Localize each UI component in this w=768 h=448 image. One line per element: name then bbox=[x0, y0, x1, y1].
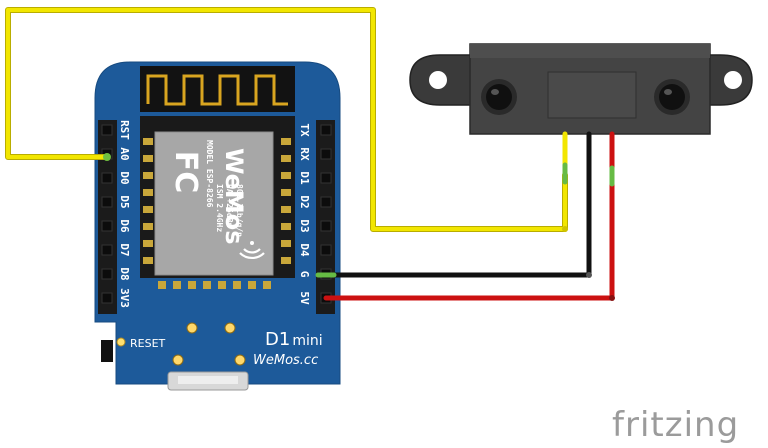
module-spec-line-3: PA +25dBm bbox=[225, 184, 234, 228]
module-spec-line-1: MODEL ESP-8266 bbox=[205, 140, 214, 208]
wemos-d1-mini-board: FC MODEL ESP-8266 ISM 2.4GHz PA +25dBm 8… bbox=[94, 61, 341, 391]
left-pin-3v3 bbox=[101, 292, 113, 304]
right-pin-label-tx: TX bbox=[298, 123, 311, 137]
right-pin-d2 bbox=[320, 196, 332, 208]
board-name-main: D1 bbox=[265, 329, 290, 350]
fc-logo: FC bbox=[168, 151, 203, 194]
left-pin-label-d7: D7 bbox=[118, 243, 131, 256]
right-pin-label-5v: 5V bbox=[298, 291, 311, 305]
right-pin-label-g: G bbox=[298, 271, 311, 278]
right-pin-label-d1: D1 bbox=[298, 171, 311, 185]
board-brand: WeMos.cc bbox=[253, 353, 318, 368]
wifi-icon bbox=[239, 241, 265, 260]
left-header bbox=[98, 120, 117, 314]
module-spec-line-2: ISM 2.4GHz bbox=[215, 184, 224, 232]
left-pin-label-d8: D8 bbox=[118, 267, 131, 280]
mount-hole-right bbox=[724, 71, 742, 89]
right-pin-d3 bbox=[320, 220, 332, 232]
left-pin-d6 bbox=[101, 220, 113, 232]
left-pin-label-d5: D5 bbox=[118, 195, 131, 208]
left-pin-label-d0: D0 bbox=[118, 171, 131, 184]
receiver-lens bbox=[654, 79, 690, 115]
wires bbox=[5, 7, 615, 301]
left-pin-d5 bbox=[101, 196, 113, 208]
mount-hole-left bbox=[429, 71, 447, 89]
left-pin-d8 bbox=[101, 268, 113, 280]
board-name-variant: mini bbox=[292, 333, 322, 349]
black-ground-wire bbox=[323, 132, 592, 278]
emitter-lens bbox=[481, 79, 517, 115]
ir-distance-sensor bbox=[409, 43, 753, 135]
right-pin-rx bbox=[320, 148, 332, 160]
reset-button[interactable] bbox=[101, 340, 113, 362]
left-pin-d7 bbox=[101, 244, 113, 256]
left-pin-label-rst: RST bbox=[118, 120, 131, 140]
reset-label: RESET bbox=[130, 337, 166, 350]
right-pin-d4 bbox=[320, 244, 332, 256]
reset-pad bbox=[116, 337, 126, 347]
right-pin-label-d2: D2 bbox=[298, 195, 311, 208]
module-spec-line-4: 802.11b/g/n bbox=[235, 184, 244, 237]
left-pin-d0 bbox=[101, 172, 113, 184]
right-pin-label-d3: D3 bbox=[298, 219, 311, 232]
left-pin-label-a0: A0 bbox=[118, 147, 131, 160]
module-brand: WeMos bbox=[220, 148, 248, 245]
fritzing-watermark: fritzing bbox=[612, 405, 739, 445]
right-pin-label-d4: D4 bbox=[298, 243, 311, 257]
left-pin-rst bbox=[101, 124, 113, 136]
right-header bbox=[316, 120, 335, 314]
right-pin-d1 bbox=[320, 172, 332, 184]
right-pin-tx bbox=[320, 124, 332, 136]
right-pin-label-rx: RX bbox=[298, 147, 311, 161]
left-pin-label-d6: D6 bbox=[118, 219, 131, 233]
left-pin-label-3v3: 3V3 bbox=[118, 288, 131, 308]
esp8266-module: FC MODEL ESP-8266 ISM 2.4GHz PA +25dBm 8… bbox=[154, 131, 274, 276]
